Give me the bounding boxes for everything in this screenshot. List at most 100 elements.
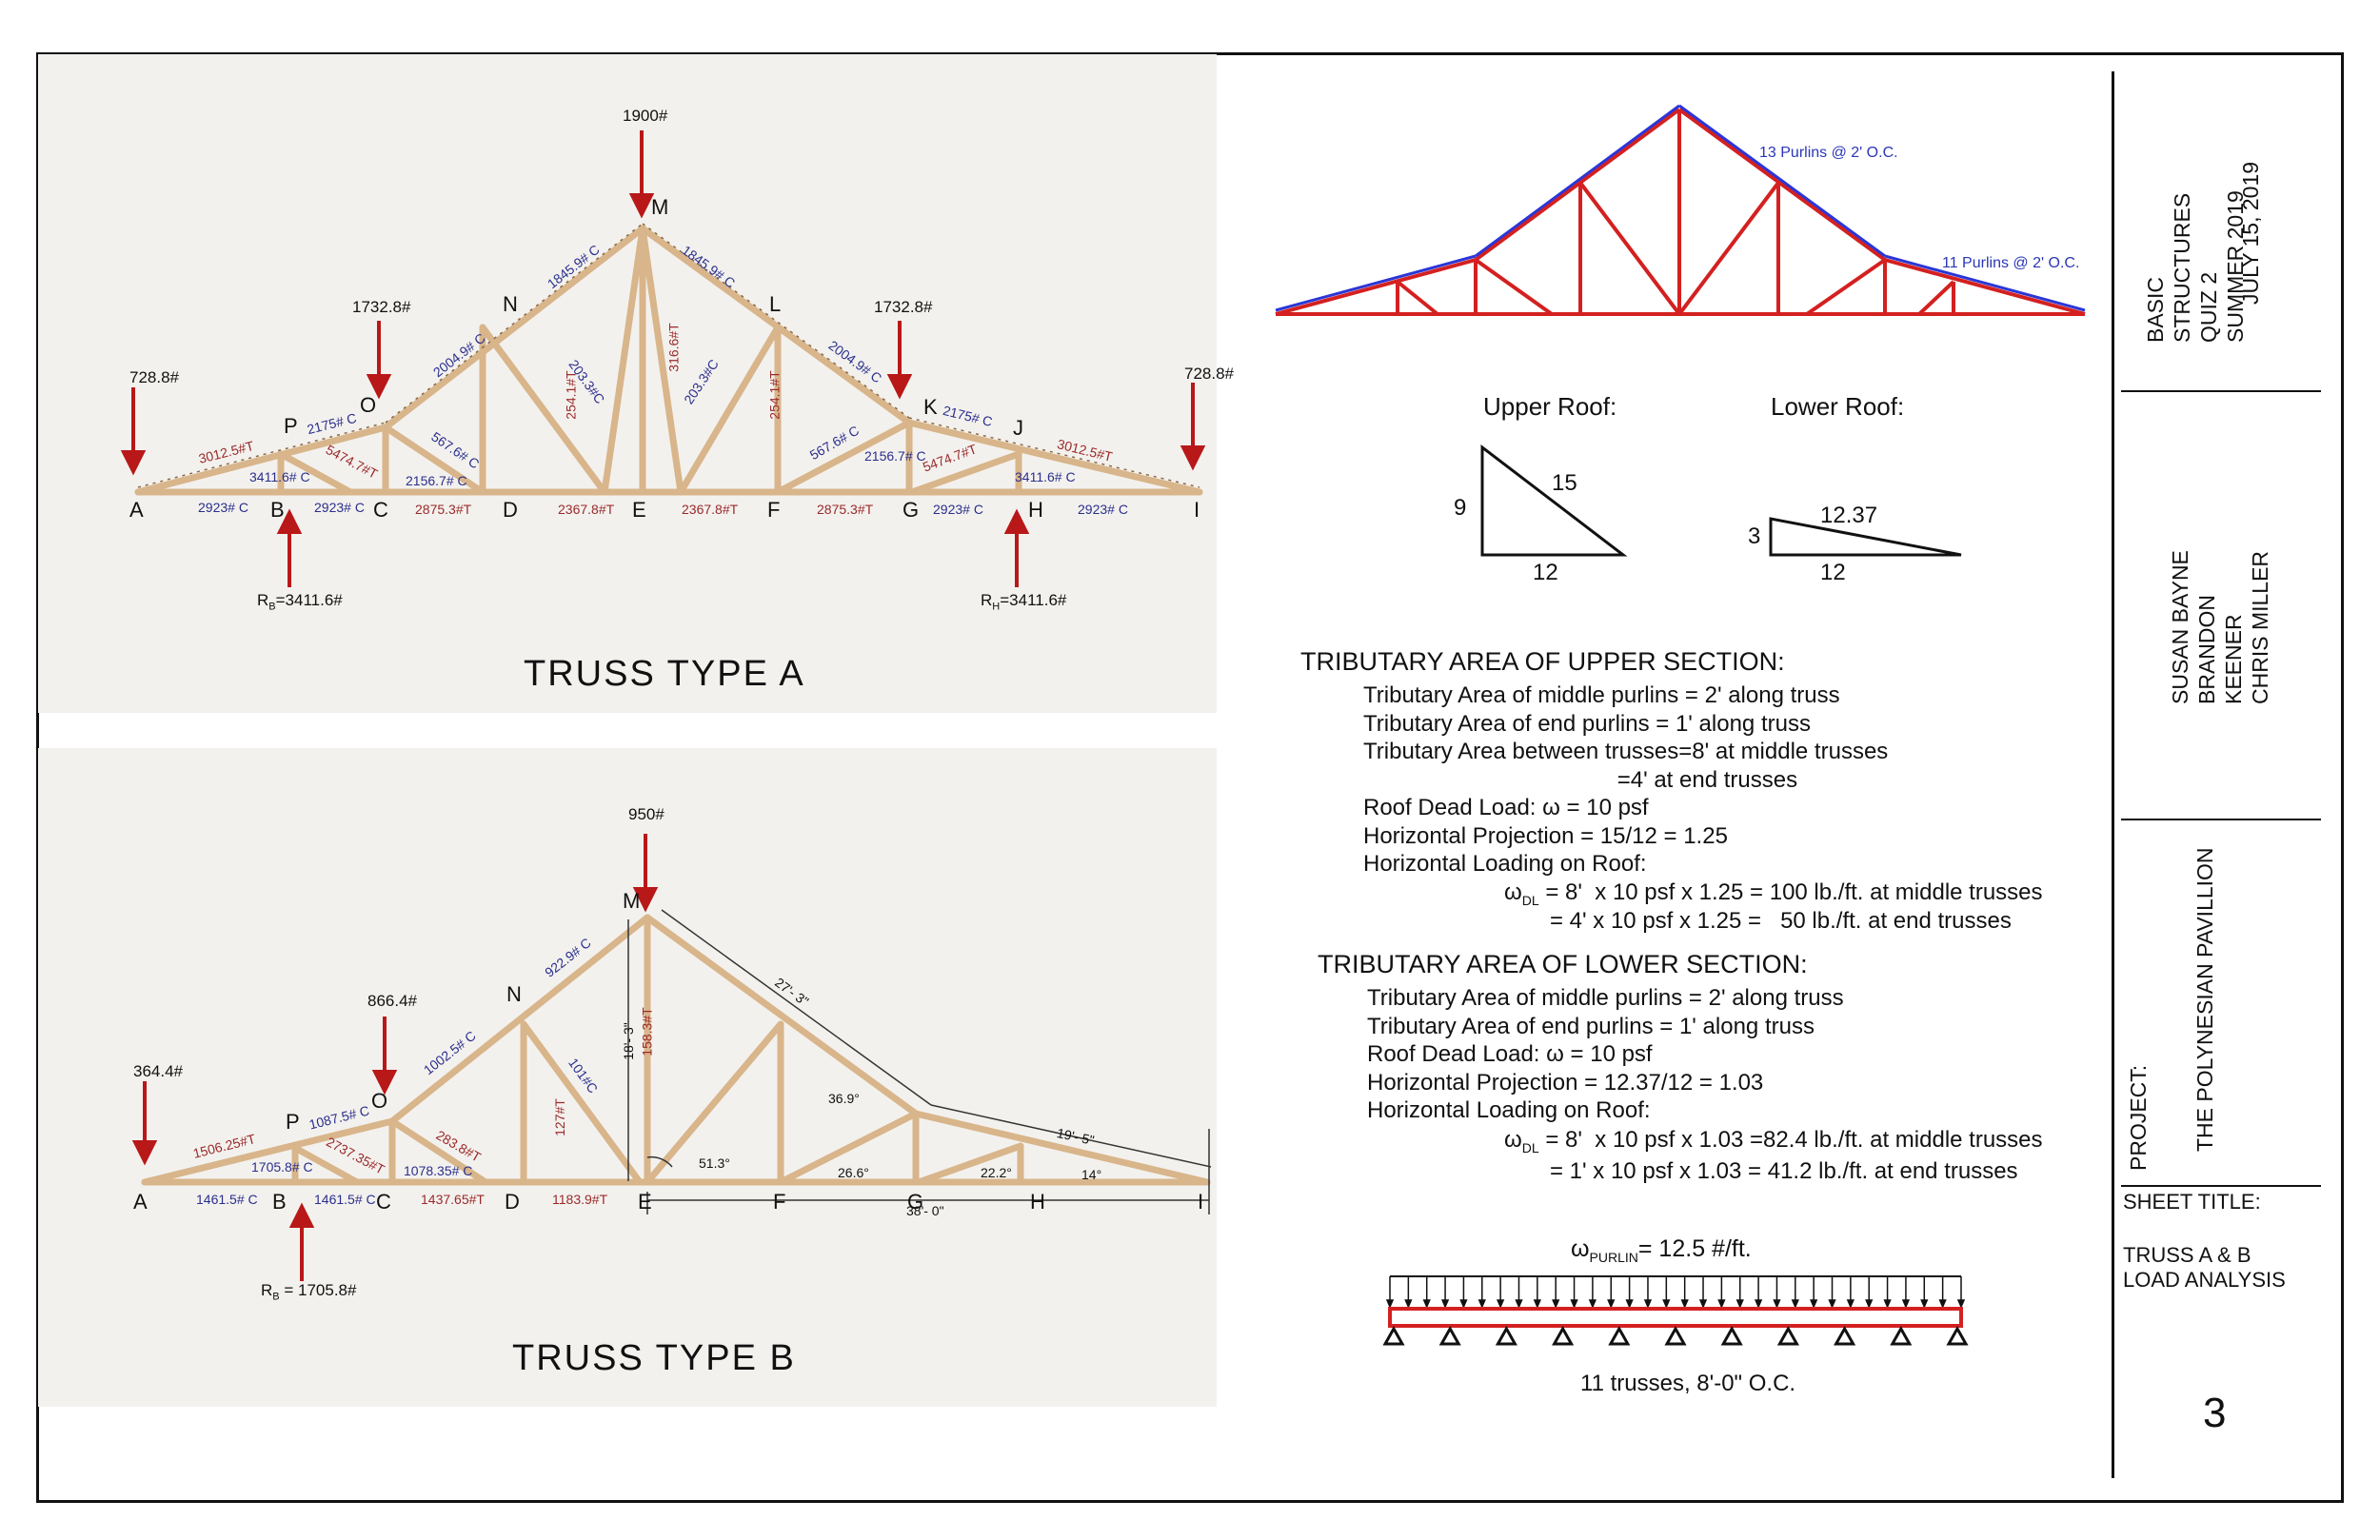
truss-a-panel: A B C D E F G H I J K L M N O P 1900# 17… <box>38 54 1234 713</box>
author-names: SUSAN BAYNE BRANDON KEENER CHRIS MILLER <box>2167 514 2273 704</box>
truss-b-panel: A B C D E F G H I M N O P 950# 866.4# 36… <box>38 748 1217 1407</box>
load-arrowhead <box>1810 1299 1818 1309</box>
lower-rise: 3 <box>1748 523 1761 549</box>
truss-b-load-arrows <box>131 834 659 1281</box>
node-b: B <box>270 498 285 522</box>
load-arrowhead <box>1607 1299 1616 1309</box>
load-b-left-end: 364.4# <box>133 1062 183 1080</box>
node-b-i: I <box>1198 1190 1204 1214</box>
node-n: N <box>503 292 518 316</box>
load-arrowhead <box>1662 1299 1671 1309</box>
force-b-nd: 127#T <box>551 1098 567 1136</box>
truss-support <box>1608 1325 1631 1346</box>
load-o: 1732.8# <box>352 298 411 316</box>
distributed-load-arrows <box>1385 1276 1966 1309</box>
upper-rise: 9 <box>1454 495 1467 521</box>
node-o: O <box>360 393 377 417</box>
load-arrowhead <box>1440 1299 1450 1309</box>
force-bc: 2923# C <box>314 500 365 515</box>
load-arrowhead <box>1496 1299 1505 1309</box>
force-b-bo: 1705.8# C <box>251 1159 313 1175</box>
load-arrowhead <box>1533 1299 1541 1309</box>
angle-h: 22.2° <box>981 1165 1012 1180</box>
load-arrowhead <box>1459 1299 1468 1309</box>
slope-triangles <box>1480 444 1962 557</box>
upper-line: Roof Dead Load: ω = 10 psf <box>1363 795 1649 820</box>
force-de: 2367.8#T <box>558 502 615 517</box>
load-arrowhead <box>1754 1299 1763 1309</box>
load-arrowhead <box>1680 1299 1689 1309</box>
project-name: THE POLYNESIAN PAVILLION <box>2192 847 2217 1152</box>
load-arrowhead <box>1846 1299 1855 1309</box>
node-b-d: D <box>505 1190 520 1214</box>
truss-support <box>1890 1325 1913 1346</box>
force-me: 316.6#T <box>665 323 682 372</box>
title-block-divider <box>2112 71 2114 1478</box>
angle-g-upper: 36.9° <box>828 1091 860 1106</box>
force-oc: 2156.7# C <box>406 473 467 488</box>
upper-section-lines: Tributary Area of middle purlins = 2' al… <box>1363 681 1888 879</box>
purlin-supports <box>1382 1325 1969 1346</box>
node-b-e: E <box>638 1190 652 1214</box>
node-i: I <box>1194 498 1200 522</box>
force-jh: 3411.6# C <box>1015 469 1076 484</box>
lower-section-heading: TRIBUTARY AREA OF LOWER SECTION: <box>1318 950 1808 978</box>
force-cd: 2875.3#T <box>415 502 472 517</box>
title-block-sep-1 <box>2121 390 2321 392</box>
load-arrowhead <box>1956 1299 1966 1309</box>
load-arrowhead <box>1901 1299 1911 1309</box>
load-left-end: 728.8# <box>129 368 179 386</box>
lower-line: Horizontal Loading on Roof: <box>1367 1097 1651 1123</box>
load-arrowhead <box>1883 1299 1892 1309</box>
author-name: CHRIS MILLER <box>2248 550 2272 704</box>
force-lf: 254.1#T <box>766 370 783 420</box>
load-arrowhead <box>1735 1299 1744 1309</box>
sheet-date: JULY 15, 2019 <box>2238 161 2263 305</box>
truss-b-title: TRUSS TYPE B <box>512 1338 796 1378</box>
load-arrowhead <box>1865 1299 1874 1309</box>
truss-a-drawing <box>120 130 1206 587</box>
node-b-n: N <box>506 982 522 1006</box>
node-h: H <box>1028 498 1043 522</box>
author-name: SUSAN BAYNE <box>2168 550 2192 704</box>
load-arrowhead <box>1404 1299 1413 1309</box>
load-arrowhead <box>1552 1299 1560 1309</box>
reaction-h: RH=3411.6# <box>981 591 1067 613</box>
force-b-bc: 1461.5# C <box>314 1192 376 1207</box>
node-b-h: H <box>1030 1190 1045 1214</box>
force-hi: 2923# C <box>1078 502 1128 517</box>
node-b-m: M <box>623 889 641 913</box>
load-right-end: 728.8# <box>1184 365 1234 383</box>
node-a: A <box>129 498 144 522</box>
roof-truss-outline <box>1275 108 2086 316</box>
load-arrowhead <box>1717 1299 1726 1309</box>
sheet-number: 3 <box>2203 1390 2227 1436</box>
node-b-p: P <box>286 1110 300 1134</box>
truss-support <box>1664 1325 1687 1346</box>
load-b-peak: 950# <box>628 805 664 823</box>
sheet-title-label: SHEET TITLE: <box>2123 1190 2261 1214</box>
upper-line: Horizontal Projection = 15/12 = 1.25 <box>1363 822 1728 849</box>
truss-support <box>1495 1325 1517 1346</box>
sheet-title-line: LOAD ANALYSIS <box>2123 1268 2286 1292</box>
course-quiz: QUIZ 2 <box>2196 271 2221 343</box>
sheet-title: TRUSS A & B LOAD ANALYSIS <box>2123 1243 2286 1293</box>
node-b-a: A <box>133 1190 148 1214</box>
load-arrowhead <box>1422 1299 1431 1309</box>
upper-line: Tributary Area of middle purlins = 2' al… <box>1363 682 1840 708</box>
truss-support <box>1720 1325 1743 1346</box>
force-fg: 2875.3#T <box>817 502 874 517</box>
force-b-oc: 1078.35# C <box>404 1163 473 1178</box>
force-b-me: 158.3#T <box>639 1007 655 1056</box>
course-info: BASIC STRUCTURES QUIZ 2 SUMMER 2019 <box>2142 124 2249 343</box>
force-gh: 2923# C <box>933 502 983 517</box>
load-arrowhead <box>1828 1299 1836 1309</box>
upper-line: Tributary Area of end purlins = 1' along… <box>1363 710 1811 737</box>
truss-support <box>1776 1325 1799 1346</box>
force-b-de: 1183.9#T <box>552 1192 608 1207</box>
project-label: PROJECT: <box>2126 1064 2151 1171</box>
load-arrowhead <box>1773 1299 1781 1309</box>
lower-line: Tributary Area of middle purlins = 2' al… <box>1367 985 1844 1011</box>
load-arrowhead <box>1938 1299 1947 1309</box>
purlin-caption: 11 trusses, 8'-0" O.C. <box>1580 1371 1796 1396</box>
